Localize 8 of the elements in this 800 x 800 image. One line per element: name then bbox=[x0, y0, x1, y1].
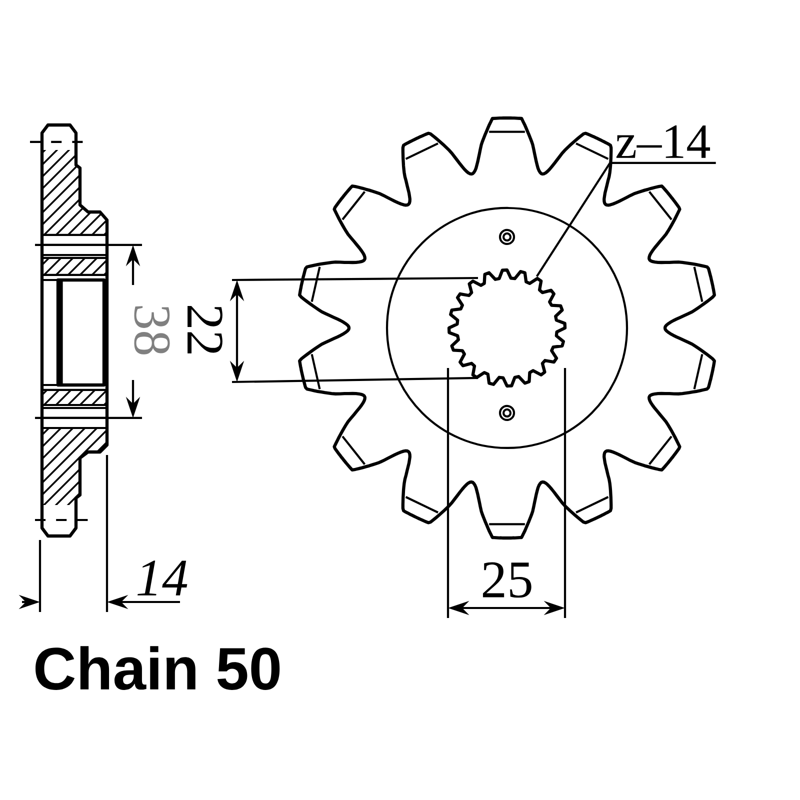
splined-bore bbox=[447, 268, 567, 388]
callout-text: z–14 bbox=[610, 125, 716, 164]
dimension-label: 22 bbox=[188, 306, 222, 354]
chain-label: Chain 50 bbox=[36, 646, 280, 690]
leader-line bbox=[536, 162, 611, 277]
dimension-label: 14 bbox=[138, 560, 188, 596]
dimension-label: 25 bbox=[482, 562, 532, 598]
dimension-label: 38 bbox=[134, 306, 170, 354]
